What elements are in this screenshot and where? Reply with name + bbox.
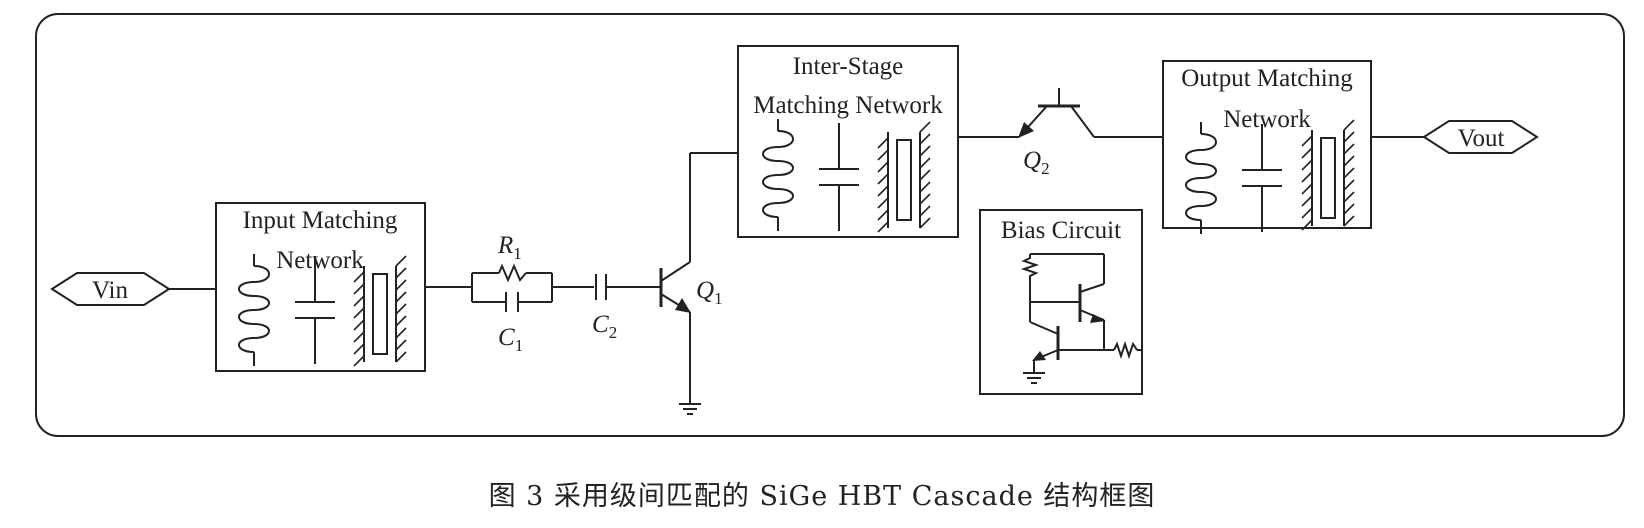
inter-stage-title-line2: Matching Network	[753, 92, 943, 119]
vout-port: Vout	[1422, 120, 1539, 154]
vin-port: Vin	[50, 272, 171, 306]
figure-caption: 图 3 采用级间匹配的 SiGe HBT Cascade 结构框图	[488, 481, 1156, 512]
resistor-r1-icon	[498, 263, 527, 283]
inter-stage-title-line1: Inter-Stage	[793, 53, 904, 80]
transmission-line-icon	[1301, 119, 1355, 231]
bias-circuit-title: Bias Circuit	[1001, 217, 1121, 244]
ground-icon	[1022, 372, 1046, 384]
output-matching-title-line2: Network	[1223, 106, 1311, 133]
emitter-arrow-icon	[675, 298, 691, 313]
vout-label: Vout	[1458, 125, 1505, 152]
input-matching-network-block: Input Matching Network	[215, 202, 426, 372]
vin-label: Vin	[92, 277, 128, 304]
q1-label: Q1	[696, 277, 723, 308]
input-matching-title-line1: Input Matching	[243, 207, 398, 234]
bias-circuit-block: Bias Circuit	[979, 209, 1143, 395]
transmission-line-icon	[877, 121, 931, 233]
r1-label: R1	[497, 232, 522, 263]
inductor-icon	[762, 118, 794, 232]
resistor-icon	[1020, 254, 1040, 302]
c1-label: C1	[498, 324, 523, 355]
q2-label: Q2	[1023, 147, 1050, 178]
emitter-arrow-icon	[1018, 122, 1034, 138]
r1-c1-network: R1 C1	[471, 232, 553, 355]
capacitor-icon	[1241, 123, 1283, 233]
transistor-q1: Q1	[659, 152, 738, 415]
input-matching-title-line2: Network	[276, 247, 364, 274]
output-matching-network-block: Output Matching Network	[1162, 60, 1372, 235]
inductor-icon	[1185, 121, 1217, 235]
inductor-icon	[238, 253, 270, 367]
c2-label: C2	[592, 311, 617, 342]
outer-frame	[35, 13, 1625, 437]
capacitor-c2: C2	[592, 274, 617, 342]
inter-stage-matching-network-block: Inter-Stage Matching Network	[737, 45, 959, 238]
resistor-icon	[1113, 340, 1138, 360]
ground-icon	[678, 403, 702, 415]
output-matching-title-line1: Output Matching	[1181, 65, 1353, 92]
capacitor-icon	[818, 122, 860, 232]
transistor-q2: Q2	[1018, 88, 1163, 178]
